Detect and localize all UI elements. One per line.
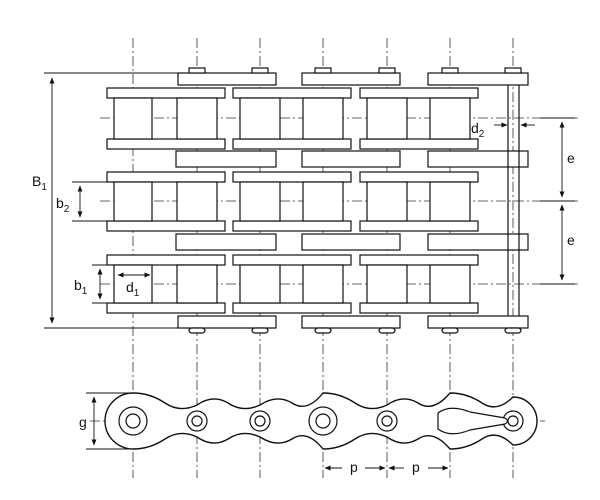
label-d1: d1 xyxy=(126,279,140,299)
label-e-top: e xyxy=(567,150,575,166)
label-p-left: p xyxy=(350,459,358,475)
dimension-b1 xyxy=(92,264,114,304)
label-p-right: p xyxy=(412,459,420,475)
label-g: g xyxy=(79,414,87,430)
dimension-g xyxy=(86,392,133,450)
dimension-B1 xyxy=(44,72,180,329)
dimension-b2 xyxy=(72,181,114,222)
label-b1: b1 xyxy=(74,277,88,297)
label-B1: B1 xyxy=(32,173,47,193)
chain-side-view xyxy=(90,392,545,450)
spring-clip xyxy=(437,407,509,435)
chain-top-view xyxy=(106,67,529,334)
dimension-e xyxy=(540,117,575,285)
label-e-bottom: e xyxy=(567,232,575,248)
end-pin xyxy=(507,85,520,316)
label-d2: d2 xyxy=(471,120,485,140)
label-b2: b2 xyxy=(56,195,70,215)
